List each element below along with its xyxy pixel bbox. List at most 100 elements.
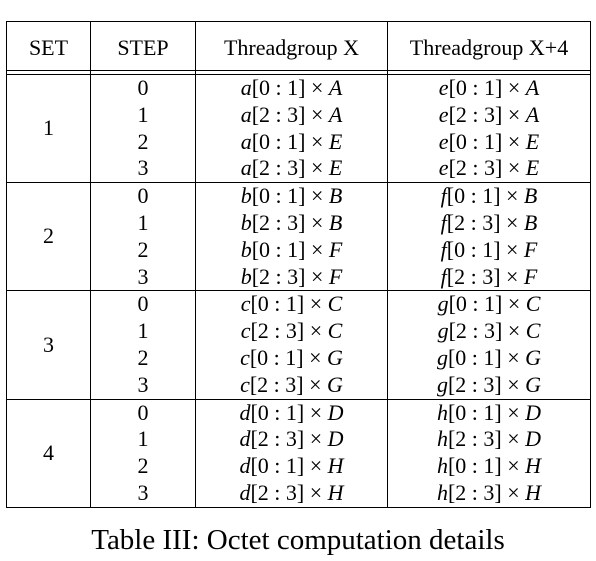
step-cell: 2 [90,453,196,480]
step-cell: 2 [90,236,196,264]
threadgroup-x-cell: a[2 : 3] × E [195,155,388,183]
set-cell: 3 [6,290,91,400]
threadgroup-x-cell: c[0 : 1] × C [195,290,388,319]
fragment-range: [0 : 1] × [447,399,526,425]
fragment-range: [0 : 1] × [251,183,329,209]
fragment-variable: b [240,263,252,289]
threadgroup-x-cell: a[2 : 3] × A [195,101,388,129]
matrix-variable: H [525,479,542,505]
fragment-range: [0 : 1] × [250,399,328,425]
fragment-variable: a [240,155,252,181]
matrix-variable: F [328,263,343,289]
header-set: SET [6,21,91,71]
step-cell: 3 [90,371,196,400]
step-cell: 1 [90,101,196,129]
fragment-variable: g [437,291,449,317]
table-container: SET STEP Threadgroup X Threadgroup X+4 1… [6,21,591,508]
fragment-variable: d [239,479,251,505]
step-cell: 3 [90,155,196,183]
fragment-range: [2 : 3] × [446,263,524,289]
fragment-variable: b [240,236,252,262]
fragment-range: [0 : 1] × [446,236,524,262]
header-threadgroup-x4: Threadgroup X+4 [387,21,591,71]
table-caption: Table III: Octet computation details [91,524,505,556]
matrix-variable: D [525,399,542,425]
fragment-variable: d [239,453,251,479]
fragment-variable: c [240,291,251,317]
step-cell: 2 [90,344,196,372]
fragment-variable: e [438,128,449,154]
threadgroup-x4-cell: g[0 : 1] × G [387,344,591,372]
fragment-variable: h [436,426,448,452]
fragment-range: [0 : 1] × [448,291,526,317]
matrix-variable: A [328,101,343,127]
fragment-variable: e [438,101,449,127]
fragment-range: [0 : 1] × [249,344,328,370]
fragment-variable: b [240,209,252,235]
threadgroup-x-cell: c[2 : 3] × G [195,371,388,400]
table-header: SET STEP Threadgroup X Threadgroup X+4 [6,21,591,75]
matrix-variable: H [525,453,542,479]
matrix-variable: B [523,183,538,209]
matrix-variable: C [327,291,343,317]
fragment-variable: f [440,209,447,235]
fragment-range: [0 : 1] × [448,75,526,100]
step-cell: 2 [90,128,196,156]
fragment-range: [2 : 3] × [251,263,329,289]
fragment-variable: c [240,318,251,344]
threadgroup-x4-cell: h[0 : 1] × D [387,398,591,427]
fragment-range: [2 : 3] × [448,101,526,127]
fragment-range: [0 : 1] × [446,183,524,209]
matrix-variable: E [328,155,343,181]
matrix-variable: C [525,318,541,344]
matrix-variable: F [523,236,538,262]
fragment-variable: f [440,263,447,289]
matrix-variable: A [525,101,540,127]
fragment-variable: a [240,75,252,100]
fragment-variable: f [440,236,447,262]
fragment-range: [0 : 1] × [447,344,526,370]
threadgroup-x4-cell: f[2 : 3] × F [387,263,591,291]
matrix-variable: G [525,371,542,397]
fragment-variable: g [436,344,448,370]
fragment-range: [0 : 1] × [448,128,526,154]
fragment-range: [0 : 1] × [447,453,526,479]
fragment-variable: h [436,453,448,479]
matrix-variable: E [525,128,540,154]
threadgroup-x4-cell: e[2 : 3] × E [387,155,591,183]
fragment-range: [2 : 3] × [447,479,526,505]
step-cell: 0 [90,290,196,319]
step-cell: 0 [90,182,196,210]
matrix-variable: F [328,236,343,262]
fragment-variable: g [436,371,448,397]
threadgroup-x-cell: b[0 : 1] × F [195,236,388,264]
step-cell: 0 [90,398,196,427]
fragment-variable: b [240,183,252,209]
matrix-variable: A [328,75,343,100]
threadgroup-x4-cell: h[0 : 1] × H [387,453,591,480]
fragment-range: [0 : 1] × [250,291,328,317]
fragment-range: [2 : 3] × [250,479,328,505]
fragment-range: [2 : 3] × [249,371,328,397]
matrix-variable: D [327,399,344,425]
fragment-range: [2 : 3] × [251,155,329,181]
set-cell: 4 [6,398,91,508]
fragment-variable: e [438,75,449,100]
threadgroup-x-cell: b[2 : 3] × F [195,263,388,291]
threadgroup-x4-cell: h[2 : 3] × D [387,426,591,454]
threadgroup-x4-cell: e[0 : 1] × E [387,128,591,156]
fragment-range: [0 : 1] × [251,128,329,154]
